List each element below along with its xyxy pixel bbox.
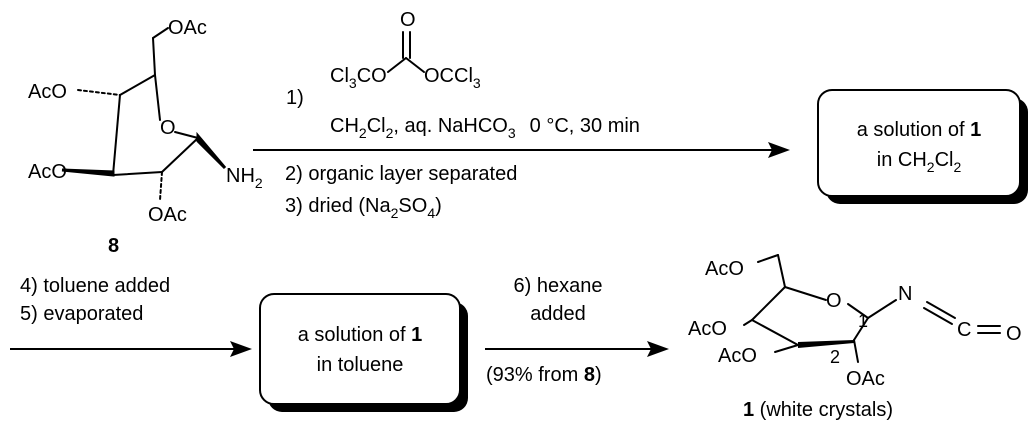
step-5-text: 5) evaporated xyxy=(20,303,143,325)
wedge-bond xyxy=(196,131,227,170)
yield-text: (93% from 8) xyxy=(486,364,602,386)
compound-label: 8 xyxy=(108,235,119,257)
reaction-arrow-3 xyxy=(485,341,669,357)
trichloromethoxy-group: Cl3CO xyxy=(330,65,387,91)
position-2-label: 2 xyxy=(830,347,840,367)
reaction-arrow-2 xyxy=(10,341,252,357)
carbon-atom: C xyxy=(957,319,971,341)
compound-8-structure: O OAc AcO AcO NH2 OAc 8 xyxy=(28,17,263,257)
step-4-text: 4) toluene added xyxy=(20,275,170,297)
solution-box-1: a solution of 1 in CH2Cl2 xyxy=(817,89,1028,204)
box-2-line-1: a solution of 1 xyxy=(298,324,423,346)
oac-group: OAc xyxy=(846,368,885,390)
box-1-line-2: in CH2Cl2 xyxy=(877,149,962,175)
product-1-structure: AcO O AcO AcO OAc N C O 1 2 xyxy=(688,254,1022,390)
product-label: 1 (white crystals) xyxy=(743,399,893,421)
box-1-line-1: a solution of 1 xyxy=(857,119,982,141)
carbonyl-oxygen: O xyxy=(400,9,416,31)
reaction-arrow-1 xyxy=(253,142,790,158)
aco-group: AcO xyxy=(718,345,757,367)
step-1-number: 1) xyxy=(286,87,304,109)
aco-group: AcO xyxy=(705,258,744,280)
trichloromethoxy-group: OCCl3 xyxy=(424,65,481,91)
aco-group: AcO xyxy=(688,318,727,340)
amine-group: NH2 xyxy=(226,165,263,191)
step-6-line-1: 6) hexane xyxy=(514,275,603,297)
hashed-bond xyxy=(77,89,121,96)
aco-group: AcO xyxy=(28,81,67,103)
position-1-label: 1 xyxy=(858,311,868,331)
oxygen-atom: O xyxy=(1006,323,1022,345)
nitrogen-atom: N xyxy=(898,283,912,305)
oac-group: OAc xyxy=(168,17,207,39)
step-3-text: 3) dried (Na2SO4) xyxy=(285,195,442,221)
aco-group: AcO xyxy=(28,161,67,183)
solution-box-2: a solution of 1 in toluene xyxy=(259,293,468,412)
ring-oxygen: O xyxy=(160,117,176,139)
wedge-bond xyxy=(61,168,115,177)
step-6-line-2: added xyxy=(530,303,586,325)
triphosgene-structure: O Cl3CO OCCl3 xyxy=(330,9,481,91)
ring-oxygen: O xyxy=(826,290,842,312)
box-2-line-2: in toluene xyxy=(317,354,404,376)
oac-group: OAc xyxy=(148,204,187,226)
step-2-text: 2) organic layer separated xyxy=(285,163,517,185)
